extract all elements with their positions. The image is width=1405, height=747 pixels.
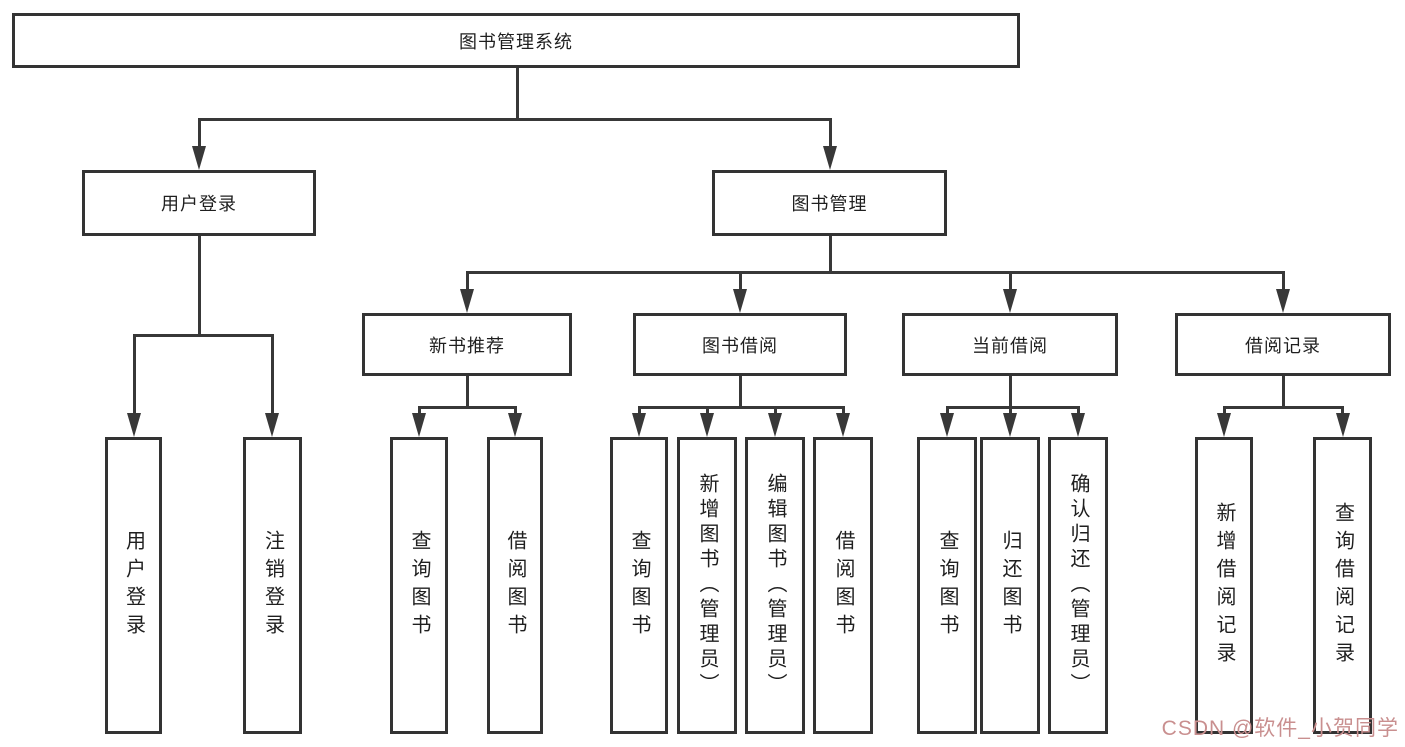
leaf-borrow-books-recommend-label: 借阅图书	[504, 529, 526, 642]
leaf-query-books-current-label: 查询图书	[936, 529, 958, 642]
connector-line	[1281, 376, 1285, 409]
arrowhead-icon	[1336, 413, 1350, 437]
csdn-watermark: CSDN @软件_小贺同学	[1161, 717, 1399, 740]
node-new-book-recommend-label: 新书推荐	[429, 335, 505, 356]
connector-line	[1341, 406, 1344, 415]
leaf-query-borrow-record-label: 查询借阅记录	[1331, 501, 1354, 670]
leaf-return-books: 归还图书	[980, 437, 1040, 734]
leaf-edit-books-admin-label: 编辑图书（管理员）	[764, 473, 786, 698]
connector-line	[1222, 406, 1226, 415]
arrowhead-icon	[632, 413, 646, 437]
leaf-borrow-books: 借阅图书	[813, 437, 873, 734]
leaf-confirm-return-admin: 确认归还（管理员）	[1048, 437, 1108, 734]
node-new-book-recommend: 新书推荐	[362, 313, 572, 376]
arrowhead-icon	[192, 146, 206, 170]
leaf-logout: 注销登录	[243, 437, 302, 734]
node-book-borrow-label: 图书借阅	[702, 335, 778, 356]
node-user-login: 用户登录	[82, 170, 316, 236]
leaf-confirm-return-admin-label: 确认归还（管理员）	[1067, 473, 1089, 698]
node-book-management-label: 图书管理	[791, 194, 868, 214]
node-book-borrow: 图书借阅	[633, 313, 847, 376]
connector-line	[637, 406, 641, 415]
connector-line	[417, 406, 517, 409]
connector-line	[132, 334, 274, 337]
arrowhead-icon	[508, 413, 522, 437]
connector-line	[270, 334, 274, 414]
node-book-management: 图书管理	[712, 170, 947, 236]
connector-line	[1222, 406, 1344, 409]
leaf-user-login: 用户登录	[105, 437, 162, 734]
connector-line	[773, 406, 777, 415]
connector-line	[841, 406, 845, 415]
connector-line	[1008, 406, 1012, 415]
arrowhead-icon	[940, 413, 954, 437]
node-current-borrow: 当前借阅	[902, 313, 1118, 376]
node-root-system: 图书管理系统	[12, 13, 1020, 68]
connector-line	[465, 271, 1285, 274]
connector-line	[1008, 271, 1012, 290]
connector-line	[1281, 271, 1285, 290]
arrowhead-icon	[1217, 413, 1231, 437]
connector-line	[465, 376, 469, 409]
leaf-borrow-books-label: 借阅图书	[832, 529, 854, 642]
connector-line	[132, 334, 136, 414]
arrowhead-icon	[460, 289, 474, 313]
connector-line	[197, 118, 201, 147]
arrowhead-icon	[1071, 413, 1085, 437]
connector-line	[945, 406, 949, 415]
arrowhead-icon	[412, 413, 426, 437]
node-user-login-label: 用户登录	[161, 194, 237, 214]
connector-line	[828, 236, 832, 274]
leaf-add-books-admin-label: 新增图书（管理员）	[696, 473, 718, 698]
arrowhead-icon	[1276, 289, 1290, 313]
leaf-query-books-recommend: 查询图书	[390, 437, 448, 734]
leaf-query-borrow-record: 查询借阅记录	[1313, 437, 1372, 734]
arrowhead-icon	[700, 413, 714, 437]
leaf-add-borrow-record-label: 新增借阅记录	[1213, 501, 1235, 670]
leaf-query-books-borrow-label: 查询图书	[628, 529, 650, 642]
leaf-user-login-label: 用户登录	[122, 529, 145, 642]
node-borrow-records: 借阅记录	[1175, 313, 1391, 376]
connector-line	[513, 406, 517, 415]
node-borrow-records-label: 借阅记录	[1245, 335, 1321, 356]
connector-line	[705, 406, 709, 415]
arrowhead-icon	[823, 146, 837, 170]
connector-line	[738, 271, 742, 290]
connector-line	[417, 406, 421, 415]
arrowhead-icon	[768, 413, 782, 437]
arrowhead-icon	[1003, 413, 1017, 437]
node-root-label: 图书管理系统	[459, 31, 573, 52]
node-current-borrow-label: 当前借阅	[972, 335, 1048, 356]
arrowhead-icon	[1003, 289, 1017, 313]
connector-line	[197, 236, 201, 337]
leaf-edit-books-admin: 编辑图书（管理员）	[745, 437, 805, 734]
connector-line	[945, 406, 1080, 409]
leaf-logout-label: 注销登录	[261, 529, 284, 642]
connector-line	[637, 406, 845, 409]
leaf-return-books-label: 归还图书	[999, 529, 1021, 642]
leaf-add-books-admin: 新增图书（管理员）	[677, 437, 737, 734]
connector-line	[197, 118, 832, 121]
arrowhead-icon	[265, 413, 279, 437]
connector-line	[828, 118, 832, 147]
leaf-query-books-current: 查询图书	[917, 437, 977, 734]
arrowhead-icon	[836, 413, 850, 437]
leaf-query-books-recommend-label: 查询图书	[408, 529, 430, 642]
connector-line	[1008, 376, 1012, 409]
arrowhead-icon	[127, 413, 141, 437]
connector-line	[465, 271, 469, 290]
leaf-query-books-borrow: 查询图书	[610, 437, 668, 734]
connector-line	[1076, 406, 1080, 415]
connector-line	[738, 376, 742, 409]
connector-line	[515, 68, 519, 120]
leaf-add-borrow-record: 新增借阅记录	[1195, 437, 1253, 734]
arrowhead-icon	[733, 289, 747, 313]
leaf-borrow-books-recommend: 借阅图书	[487, 437, 543, 734]
